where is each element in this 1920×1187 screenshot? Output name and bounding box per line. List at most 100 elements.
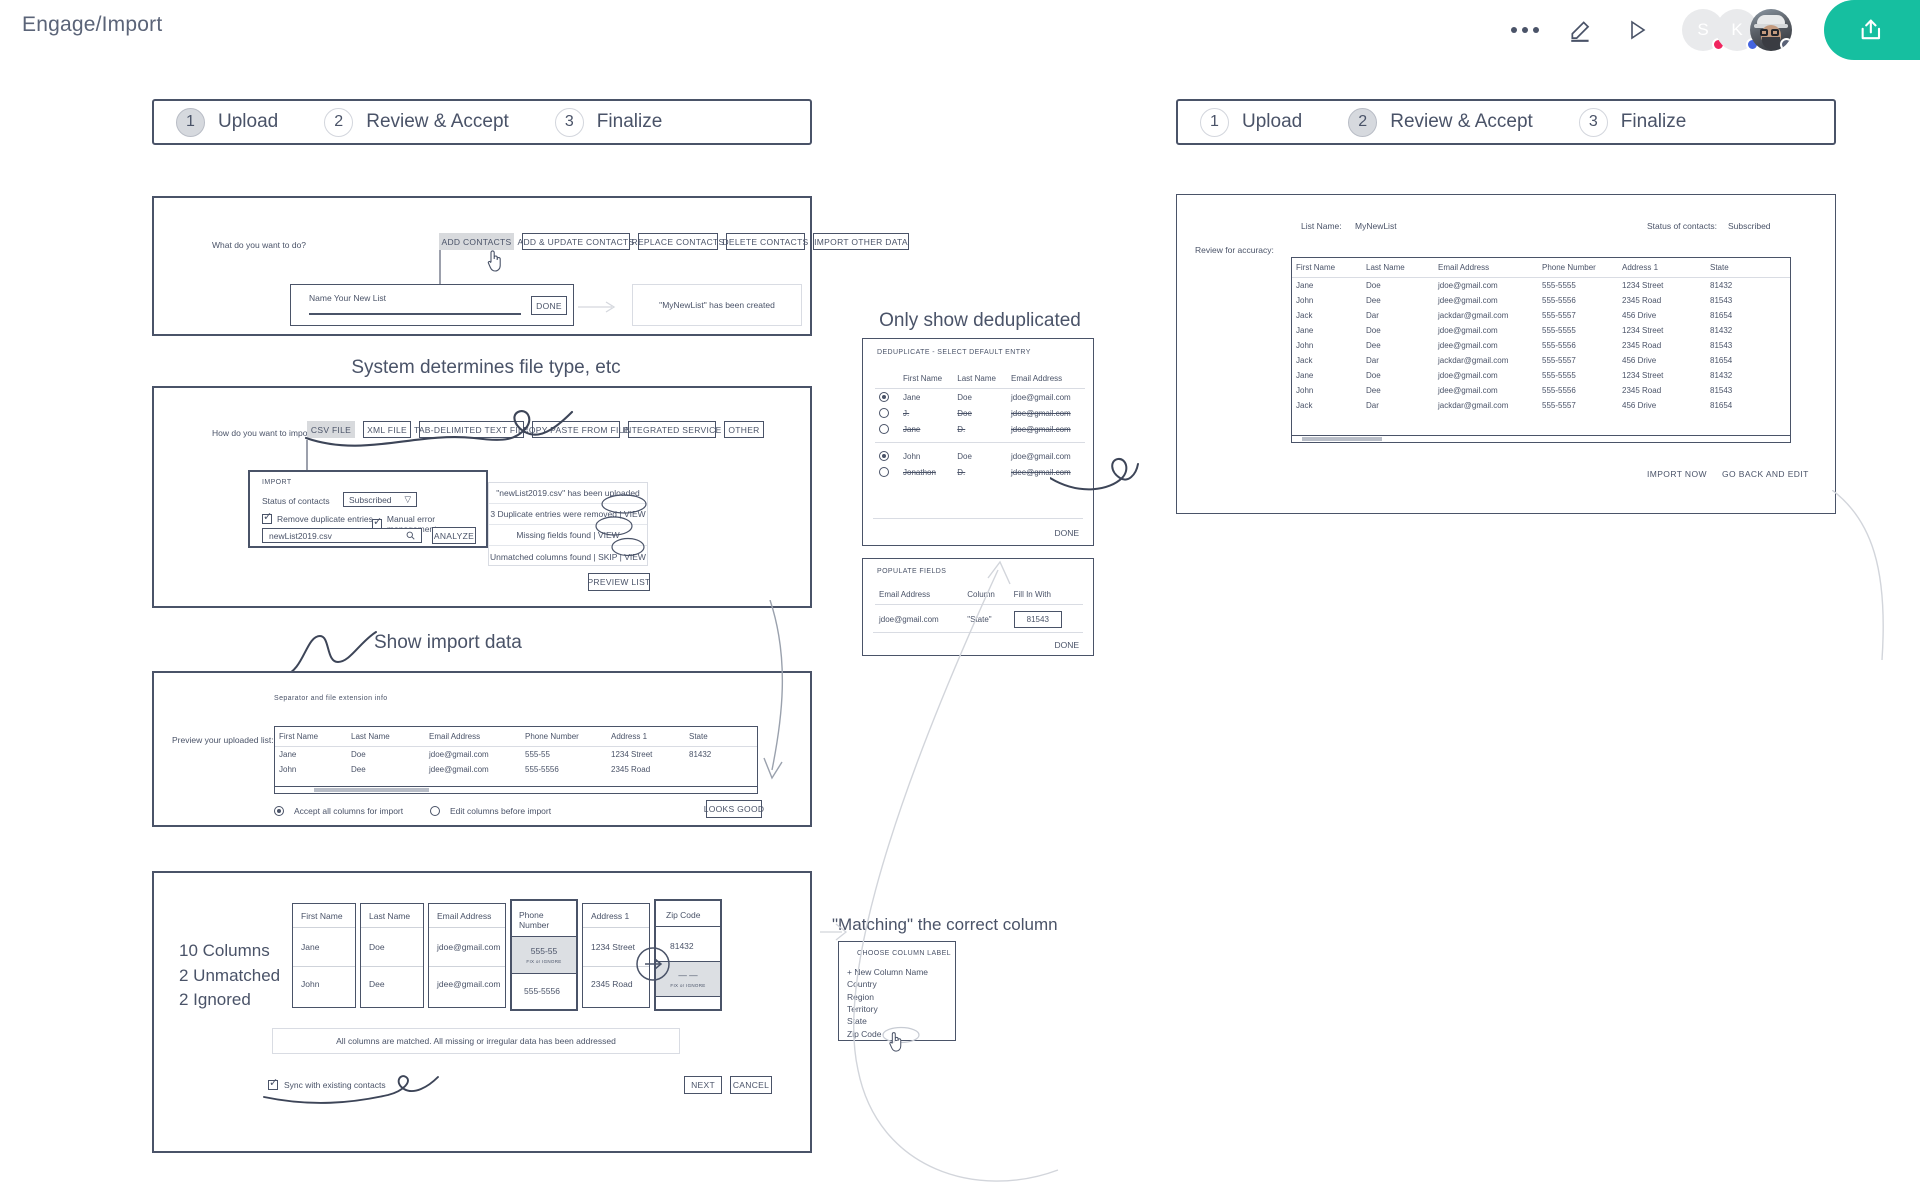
stat-unmatched: 2 Unmatched	[179, 965, 281, 985]
avatar[interactable]	[1750, 9, 1792, 51]
column-card-first-name[interactable]: First Name Jane John	[292, 903, 356, 1008]
cell-state	[685, 762, 757, 777]
radio-accept-all-columns[interactable]: Accept all columns for import	[274, 806, 403, 816]
cell-state: 81654	[1710, 356, 1733, 365]
message-missing-fields[interactable]: Missing fields found | VIEW	[489, 525, 647, 546]
action-options: ADD CONTACTS ADD & UPDATE CONTACTS REPLA…	[439, 233, 909, 250]
cell-phone: 555-5555	[1542, 281, 1576, 290]
looks-good-button[interactable]: LOOKS GOOD	[704, 800, 764, 818]
filetype-other[interactable]: OTHER	[724, 421, 764, 438]
cell-state: 81432	[1710, 371, 1733, 380]
cell-phone-flagged[interactable]: 555-55 FIX or IGNORE	[512, 937, 576, 973]
filetype-integrated-service[interactable]: INTEGRATED SERVICE	[622, 421, 721, 438]
cell-zip-flagged[interactable]: — — FIX or IGNORE	[656, 962, 720, 996]
filetype-copy-paste[interactable]: COPY PASTE FROM FILE	[522, 421, 629, 438]
name-list-input[interactable]: Name Your New List	[309, 293, 521, 315]
separator-note: Separator and file extension info	[274, 695, 388, 702]
option-replace-contacts[interactable]: REPLACE CONTACTS	[632, 233, 724, 250]
step-review-accept[interactable]: 2 Review & Accept	[1348, 107, 1533, 137]
sync-existing-contacts-checkbox[interactable]: Sync with existing contacts	[268, 1076, 386, 1090]
cell-email: jdoe@gmail.com	[1438, 281, 1498, 290]
step-finalize[interactable]: 3 Finalize	[1578, 107, 1686, 137]
option-delete-contacts[interactable]: DELETE CONTACTS	[722, 233, 808, 250]
dedupe-done-button[interactable]: DONE	[1054, 528, 1079, 538]
cell-zip: 81432	[670, 941, 694, 951]
panel-preview-list: Separator and file extension info Previe…	[152, 671, 812, 827]
analyze-button[interactable]: ANALYZE	[432, 527, 476, 544]
step-upload[interactable]: 1 Upload	[176, 107, 278, 137]
radio-default-entry[interactable]	[879, 392, 889, 402]
cell-email: jdoe@gmail.com	[1011, 451, 1071, 461]
cell-first-name: Jane	[1296, 281, 1314, 290]
column-card-last-name[interactable]: Last Name Doe Dee	[360, 903, 424, 1008]
arrow-right-icon	[578, 301, 616, 313]
option-zip-code[interactable]: Zip Code	[847, 1028, 882, 1039]
step-finalize[interactable]: 3 Finalize	[554, 107, 662, 137]
top-bar: Engage/Import S K	[0, 0, 1920, 60]
table-header-row: First Name Last Name Email Address Phone…	[275, 727, 757, 747]
radio-edit-label: Edit columns before import	[450, 806, 552, 816]
radio-edit-columns[interactable]: Edit columns before import	[430, 806, 551, 816]
radio-default-entry[interactable]	[879, 467, 889, 477]
share-button[interactable]	[1824, 0, 1920, 60]
edit-pencil-icon[interactable]	[1564, 13, 1598, 47]
column-card-zip-code[interactable]: Zip Code 81432 — — FIX or IGNORE	[654, 899, 722, 1011]
option-import-other-data[interactable]: IMPORT OTHER DATA	[813, 233, 909, 250]
option-state[interactable]: State	[847, 1016, 867, 1027]
horizontal-scrollbar[interactable]	[274, 786, 758, 794]
cell-last-name: Dar	[1366, 356, 1379, 365]
dedupe-title: DEDUPLICATE - SELECT DEFAULT ENTRY	[877, 349, 1031, 356]
cell-first-name: John	[903, 451, 921, 461]
message-unmatched-columns[interactable]: Unmatched columns found | SKIP | VIEW	[490, 551, 646, 562]
table-row: Jane Doe jdoe@gmail.com 555-55 1234 Stre…	[275, 747, 757, 763]
step-upload[interactable]: 1 Upload	[1200, 107, 1302, 137]
done-button[interactable]: DONE	[531, 296, 567, 315]
filetype-xml[interactable]: XML FILE	[363, 421, 411, 438]
step-review-accept[interactable]: 2 Review & Accept	[324, 107, 509, 137]
col-state: State	[689, 732, 708, 741]
column-card-phone-number[interactable]: Phone Number 555-55 FIX or IGNORE 555-55…	[510, 899, 578, 1011]
sync-label: Sync with existing contacts	[284, 1080, 386, 1090]
more-options-icon[interactable]	[1508, 13, 1542, 47]
cell-email: jdoe@gmail.com	[1011, 408, 1071, 418]
populate-done-button[interactable]: DONE	[1054, 640, 1079, 650]
option-add-contacts[interactable]: ADD CONTACTS	[439, 233, 514, 250]
option-add-update-contacts[interactable]: ADD & UPDATE CONTACTS	[518, 233, 634, 250]
cell-email: jdoe@gmail.com	[437, 942, 501, 952]
scrollbar-thumb[interactable]	[1301, 437, 1382, 441]
option-country[interactable]: Country	[847, 979, 877, 990]
preview-list-button[interactable]: PREVIEW LIST	[587, 573, 650, 591]
next-button[interactable]: NEXT	[684, 1076, 722, 1094]
radio-default-entry[interactable]	[879, 424, 889, 434]
play-icon[interactable]	[1620, 13, 1654, 47]
col-email-address: Email Address	[429, 732, 481, 741]
radio-default-entry[interactable]	[879, 408, 889, 418]
filetype-csv[interactable]: CSV FILE	[307, 421, 355, 438]
cell-column: "State"	[967, 615, 992, 625]
status-of-contacts-select[interactable]: Subscribed ▽	[343, 492, 417, 507]
remove-duplicates-checkbox[interactable]: Remove duplicate entries	[262, 510, 373, 524]
column-card-email-address[interactable]: Email Address jdoe@gmail.com jdee@gmail.…	[428, 903, 506, 1008]
radio-default-entry[interactable]	[879, 451, 889, 461]
populate-fields-panel: POPULATE FIELDS Email Address Column Fil…	[862, 558, 1094, 656]
option-new-column-name[interactable]: + New Column Name	[847, 967, 929, 977]
populate-table: Email Address Column Fill In With jdoe@g…	[875, 585, 1083, 635]
file-input[interactable]: newList2019.csv	[262, 528, 422, 543]
go-back-and-edit-button[interactable]: GO BACK AND EDIT	[1722, 469, 1809, 479]
option-territory[interactable]: Territory	[847, 1003, 878, 1014]
fill-in-input[interactable]: 81543	[1013, 611, 1062, 629]
column-card-address-1[interactable]: Address 1 1234 Street 2345 Road	[582, 903, 650, 1008]
dropdown-title: CHOOSE COLUMN LABEL	[857, 950, 951, 957]
cancel-button[interactable]: CANCEL	[730, 1076, 772, 1094]
cell-first-name: Jack	[1296, 356, 1313, 365]
horizontal-scrollbar[interactable]	[1291, 435, 1791, 443]
scrollbar-thumb[interactable]	[313, 788, 430, 792]
option-region[interactable]: Region	[847, 991, 874, 1002]
import-now-button[interactable]: IMPORT NOW	[1647, 469, 1707, 479]
cell-state: 81432	[1710, 326, 1733, 335]
filetype-tab-delimited[interactable]: TAB-DELIMITED TEXT FILE	[414, 421, 529, 438]
message-duplicates-removed[interactable]: 3 Duplicate entries were removed | VIEW	[489, 504, 647, 525]
